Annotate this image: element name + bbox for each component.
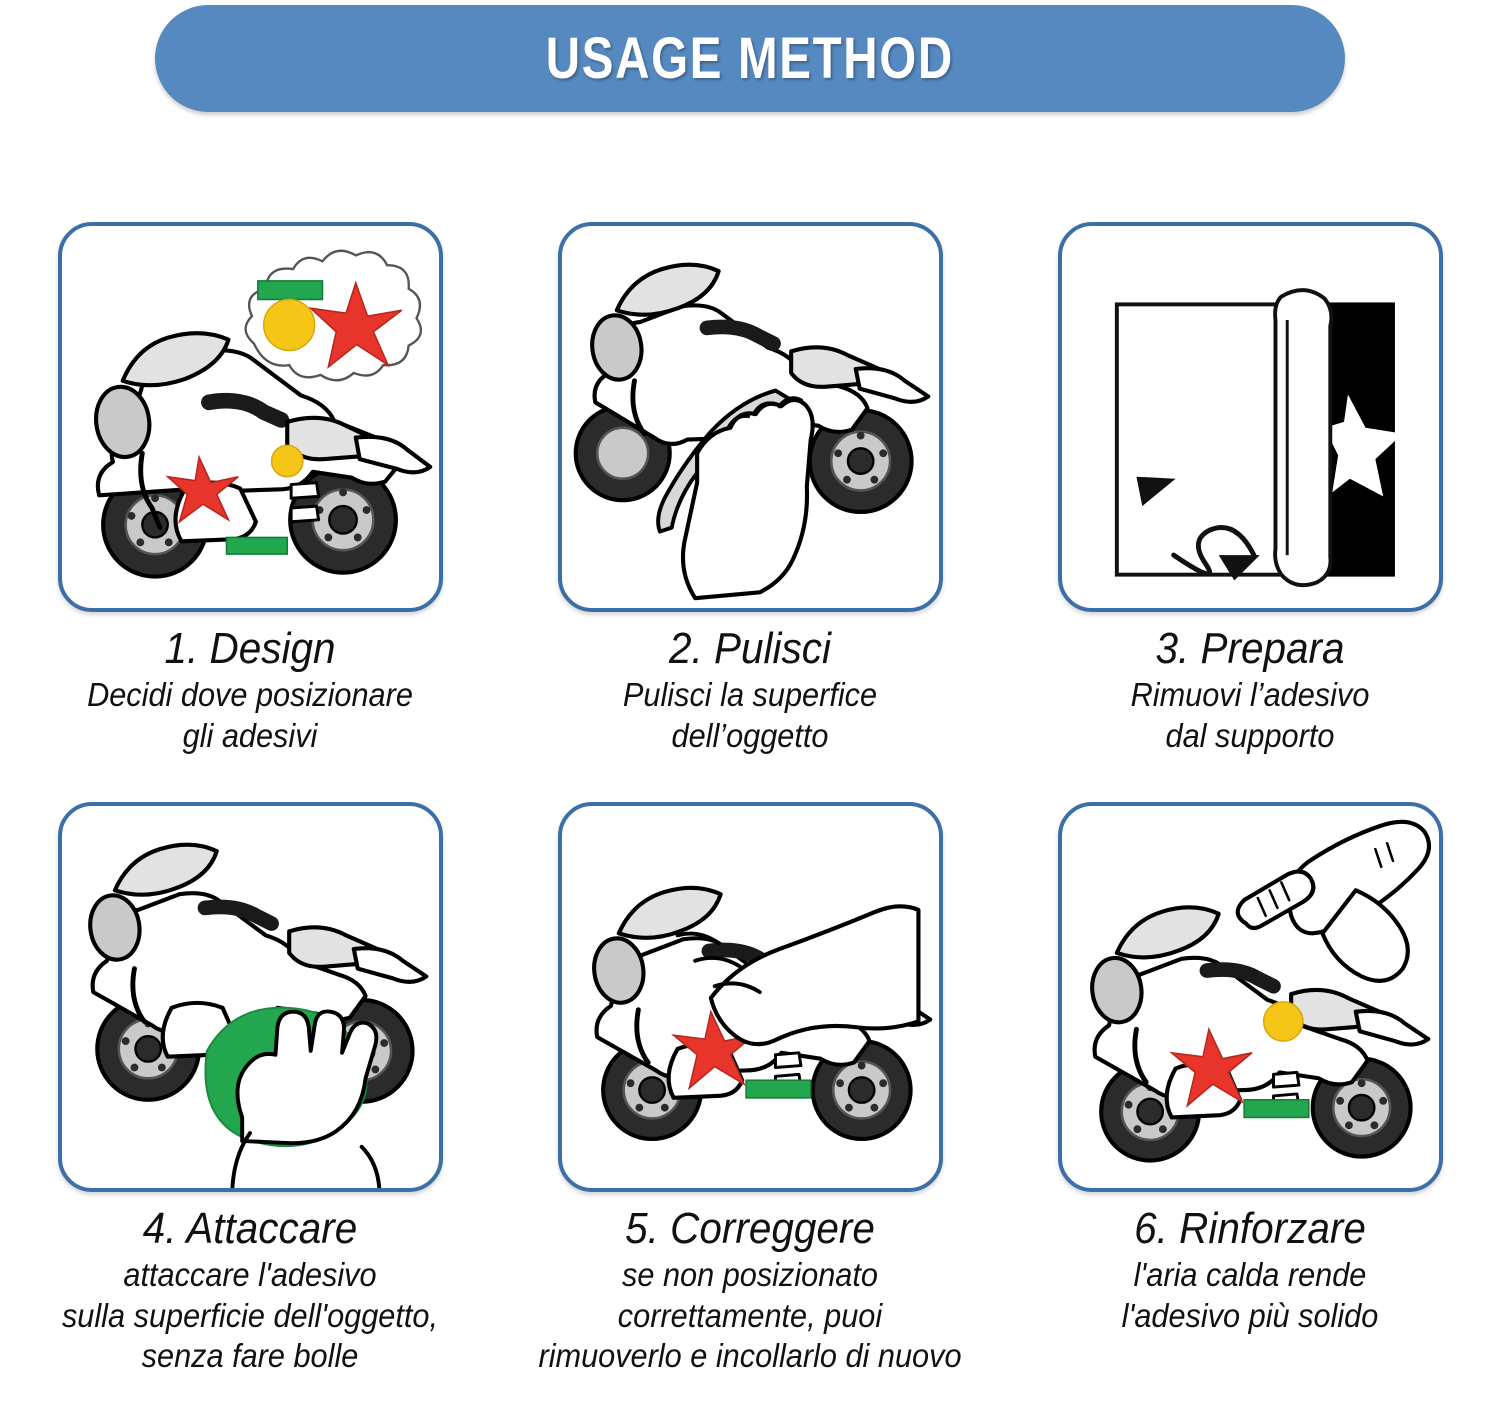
step-illustration-6 — [1057, 802, 1443, 1192]
step-title-2: 2. Pulisci — [668, 624, 831, 673]
hand-arm-icon — [675, 904, 920, 1047]
step-card-5: 5. Correggere se non posizionato corrett… — [500, 780, 1000, 1376]
steps-grid: 1. Design Decidi dove posizionare gli ad… — [0, 200, 1500, 1405]
step-title-6: 6. Rinforzare — [1134, 1204, 1366, 1253]
windscreen — [112, 842, 219, 897]
vent-slot-1 — [289, 481, 320, 500]
headlight — [1089, 955, 1144, 1025]
step-illustration-5 — [557, 802, 943, 1192]
arrow-head-left — [1135, 476, 1176, 507]
step-title-3: 3. Prepara — [1155, 624, 1345, 673]
tail — [351, 946, 428, 984]
front-fork — [629, 378, 647, 437]
headlight — [589, 313, 644, 382]
step-desc-line: Pulisci la superfice — [622, 676, 878, 714]
step-card-3: 3. Prepara Rimuovi l’adesivo dal support… — [1000, 200, 1500, 756]
step-card-2: 2. Pulisci Pulisci la superfice dell’ogg… — [500, 200, 1000, 756]
step-caption-1: 1. Design Decidi dove posizionare gli ad… — [0, 624, 500, 756]
tail — [853, 366, 930, 404]
step-desc-line: gli adesivi — [182, 716, 318, 754]
step-card-1: 1. Design Decidi dove posizionare gli ad… — [0, 200, 500, 756]
front-fork — [633, 1007, 651, 1066]
step-desc-2: Pulisci la superfice dell’oggetto — [518, 675, 983, 756]
step-desc-3: Rimuovi l’adesivo dal supporto — [1018, 675, 1483, 756]
step-caption-5: 5. Correggere se non posizionato corrett… — [500, 1204, 1000, 1376]
sticker-green-rect — [256, 280, 323, 301]
step-title-5: 5. Correggere — [625, 1204, 875, 1253]
motorcycle-illustration — [93, 331, 432, 579]
step-card-6: 6. Rinforzare l'aria calda rende l'adesi… — [1000, 780, 1500, 1336]
front-fork — [1131, 1026, 1149, 1085]
handlebar — [200, 392, 289, 428]
bike-sticker-red-star — [164, 454, 239, 524]
sticker-yellow-circle — [1262, 1001, 1304, 1042]
tail — [1353, 1008, 1430, 1047]
step-desc-line: attaccare l'adesivo — [123, 1256, 377, 1294]
tail — [353, 434, 432, 475]
hair-dryer-icon — [1235, 819, 1431, 983]
step-desc-line: se non posizionato — [622, 1256, 878, 1294]
step-desc-line: dell’oggetto — [671, 716, 829, 754]
step-desc-line: l'aria calda rende — [1133, 1256, 1367, 1294]
windscreen — [616, 885, 723, 940]
bike-sticker-yellow-circle — [270, 444, 304, 478]
step-caption-6: 6. Rinforzare l'aria calda rende l'adesi… — [1000, 1204, 1500, 1336]
windscreen — [120, 331, 231, 388]
step-card-4: 4. Attaccare attaccare l'adesivo sulla s… — [0, 780, 500, 1376]
step-desc-line: l'adesivo più solido — [1121, 1296, 1379, 1334]
step-desc-line: Rimuovi l’adesivo — [1130, 676, 1370, 714]
handlebar — [1199, 962, 1281, 994]
step-desc-line: senza fare bolle — [141, 1336, 359, 1374]
arrow-head-down — [1218, 555, 1260, 581]
sticker-yellow-circle — [262, 298, 315, 352]
step-desc-line: rimuoverlo e incollarlo di nuovo — [538, 1336, 962, 1374]
sticker-green-rect — [1242, 1099, 1310, 1119]
page-title: USAGE METHOD — [545, 26, 955, 91]
front-fork — [137, 450, 162, 531]
step-title-1: 1. Design — [164, 624, 336, 673]
hand-icon — [680, 396, 815, 601]
sticker-green-rect — [744, 1079, 812, 1099]
headlight — [87, 893, 142, 962]
white-star-cutout — [1323, 394, 1403, 497]
sticker-red-star — [307, 280, 402, 370]
vent-slot-1 — [1271, 1070, 1300, 1089]
step-desc-line: Decidi dove posizionare — [87, 676, 413, 714]
usage-method-banner: USAGE METHOD — [155, 5, 1345, 112]
sticker-red-star — [1168, 1026, 1252, 1108]
step-desc-line: dal supporto — [1165, 716, 1335, 754]
step-illustration-1 — [57, 222, 443, 612]
step-desc-5: se non posizionato correttamente, puoi r… — [518, 1255, 983, 1376]
step-desc-line: sulla superficie dell'oggetto, — [61, 1296, 439, 1334]
windscreen — [614, 262, 721, 317]
step-desc-1: Decidi dove posizionare gli adesivi — [18, 675, 483, 756]
vent-slot-1 — [773, 1051, 802, 1069]
step-caption-2: 2. Pulisci Pulisci la superfice dell’ogg… — [500, 624, 1000, 756]
handlebar — [699, 319, 781, 351]
step-illustration-2 — [557, 222, 943, 612]
windscreen — [1114, 905, 1221, 960]
step-desc-4: attaccare l'adesivo sulla superficie del… — [18, 1255, 483, 1376]
step-caption-3: 3. Prepara Rimuovi l’adesivo dal support… — [1000, 624, 1500, 756]
vent-slot-2 — [289, 504, 320, 524]
bike-sticker-green-rect — [225, 536, 288, 555]
step-desc-line: correttamente, puoi — [617, 1296, 883, 1334]
headlight — [591, 936, 646, 1005]
peel-direction-arrow — [1170, 525, 1256, 577]
handlebar — [197, 899, 279, 931]
front-fork — [129, 966, 147, 1024]
step-title-4: 4. Attaccare — [142, 1204, 358, 1253]
step-illustration-3 — [1057, 222, 1443, 612]
motorcycle-illustration — [1089, 905, 1430, 1163]
step-caption-4: 4. Attaccare attaccare l'adesivo sulla s… — [0, 1204, 500, 1376]
headlight — [93, 384, 151, 460]
peeled-film-roll — [1272, 288, 1333, 588]
step-illustration-4 — [57, 802, 443, 1192]
hand-icon — [229, 1009, 381, 1188]
step-desc-6: l'aria calda rende l'adesivo più solido — [1018, 1255, 1483, 1336]
